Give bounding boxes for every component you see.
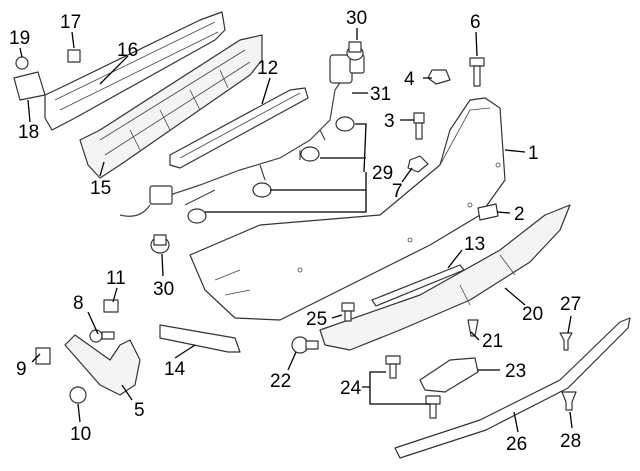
callout-30-left: 30 [153, 279, 174, 300]
callout-19: 19 [9, 28, 30, 49]
callout-12: 12 [257, 58, 278, 79]
fasteners [13, 49, 577, 419]
part-29-parking-sensors [187, 116, 355, 224]
callout-29: 29 [372, 163, 393, 184]
part-1-bumper-cover [189, 97, 506, 321]
part-12-bracket-strip [169, 87, 309, 169]
callout-31: 31 [370, 84, 391, 105]
callout-25: 25 [306, 309, 327, 330]
callout-13: 13 [464, 234, 485, 255]
callout-5: 5 [134, 400, 145, 421]
callout-4: 4 [404, 69, 415, 90]
callout-16: 16 [117, 40, 138, 61]
part-30-sensor-top [346, 41, 364, 61]
callout-26: 26 [506, 434, 527, 455]
callout-6: 6 [470, 12, 481, 33]
callout-1: 1 [528, 143, 539, 164]
callout-7: 7 [392, 181, 403, 202]
part-5-bracket [64, 334, 141, 396]
callout-2: 2 [514, 204, 525, 225]
callouts: 19 17 16 18 15 12 30 31 6 4 3 1 29 7 2 3… [9, 8, 581, 455]
callout-24: 24 [340, 378, 362, 399]
callout-9: 9 [16, 359, 27, 380]
callout-11: 11 [106, 268, 126, 289]
callout-18: 18 [18, 122, 39, 143]
callout-17: 17 [60, 12, 81, 33]
callout-28: 28 [560, 431, 581, 452]
callout-27: 27 [560, 294, 581, 315]
leader-lines [19, 28, 573, 433]
callout-22: 22 [270, 371, 291, 392]
part-26-lower-molding [394, 317, 631, 459]
callout-30-top: 30 [346, 8, 367, 29]
part-16-reinforcement-bar [44, 11, 226, 131]
part-30-sensor-left [150, 234, 170, 254]
callout-20: 20 [522, 304, 543, 325]
part-13-molding [371, 264, 465, 307]
callout-8: 8 [73, 293, 84, 314]
part-20-diffuser [319, 204, 571, 351]
callout-23: 23 [505, 361, 526, 382]
part-23-reflector [419, 357, 479, 393]
callout-3: 3 [384, 111, 395, 132]
callout-14: 14 [164, 359, 186, 380]
callout-21: 21 [482, 331, 503, 352]
part-14-reflector [159, 324, 241, 353]
callout-10: 10 [70, 424, 91, 445]
callout-15: 15 [90, 178, 111, 199]
part-15-energy-absorber [79, 34, 263, 179]
